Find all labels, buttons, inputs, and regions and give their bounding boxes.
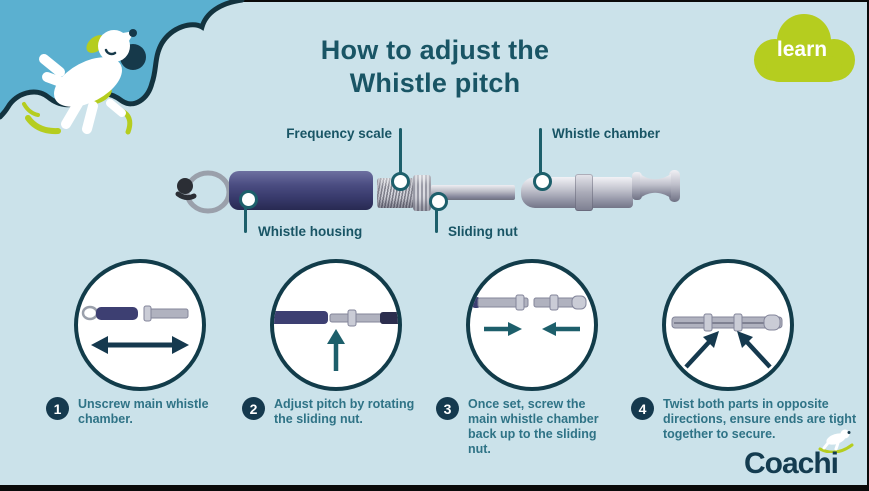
cloud-dog-illustration — [0, 0, 245, 135]
up-arrow-icon — [327, 329, 345, 371]
step-1: 1 Unscrew main whistle chamber. — [46, 397, 220, 427]
learn-badge: learn — [746, 8, 858, 90]
label-whistle-chamber: Whistle chamber — [552, 126, 661, 141]
step-2-illustration — [270, 259, 402, 391]
callout-dot-sliding-nut — [429, 192, 448, 211]
callout-dot-whistle-housing — [239, 190, 258, 209]
step-4-text: Twist both parts in opposite directions,… — [663, 397, 857, 441]
letterbox-bar-bottom — [0, 485, 869, 491]
jumping-dog-icon — [22, 29, 137, 135]
step-3-illustration — [466, 259, 598, 391]
mouthpiece-part — [632, 170, 680, 202]
letterbox-bar-right — [867, 0, 869, 491]
page-title: How to adjust the Whistle pitch — [255, 34, 615, 100]
cloud-badge-icon — [754, 14, 855, 82]
step-2-text: Adjust pitch by rotating the sliding nut… — [274, 397, 415, 426]
callout-dot-frequency-scale — [391, 172, 410, 191]
learn-badge-label: learn — [776, 38, 828, 61]
step-4: 4 Twist both parts in opposite direction… — [631, 397, 859, 442]
step-1-number: 1 — [46, 397, 69, 420]
callout-line-sliding-nut — [435, 205, 438, 233]
brand-wordmark: Coachi — [744, 447, 839, 480]
step-3: 3 Once set, screw the main whistle chamb… — [436, 397, 610, 457]
callout-line-whistle-housing — [244, 203, 247, 233]
callout-line-frequency-scale — [399, 128, 402, 174]
sliding-nut-part — [413, 175, 431, 211]
coachi-dog-icon — [818, 429, 854, 453]
step-3-text: Once set, screw the main whistle chamber… — [468, 397, 599, 456]
letterbox-bar-top — [0, 0, 869, 2]
chamber-band-part — [575, 174, 593, 211]
step-3-number: 3 — [436, 397, 459, 420]
callout-dot-whistle-chamber — [533, 172, 552, 191]
label-whistle-housing: Whistle housing — [258, 224, 363, 239]
inward-diagonal-arrows-icon — [684, 331, 772, 369]
title-line-2: Whistle pitch — [349, 68, 521, 98]
step-2: 2 Adjust pitch by rotating the sliding n… — [242, 397, 436, 427]
label-sliding-nut: Sliding nut — [448, 224, 518, 239]
callout-line-whistle-chamber — [539, 128, 542, 174]
step-4-illustration — [662, 259, 794, 391]
step-1-illustration — [74, 259, 206, 391]
step-4-number: 4 — [631, 397, 654, 420]
step-2-number: 2 — [242, 397, 265, 420]
label-frequency-scale: Frequency scale — [286, 126, 392, 141]
whistle-rod-part — [431, 185, 515, 200]
step-1-text: Unscrew main whistle chamber. — [78, 397, 209, 426]
title-line-1: How to adjust the — [320, 35, 550, 65]
keyring-clip-icon — [175, 170, 232, 214]
converging-arrows-icon — [484, 322, 580, 336]
double-arrow-icon — [91, 336, 189, 354]
